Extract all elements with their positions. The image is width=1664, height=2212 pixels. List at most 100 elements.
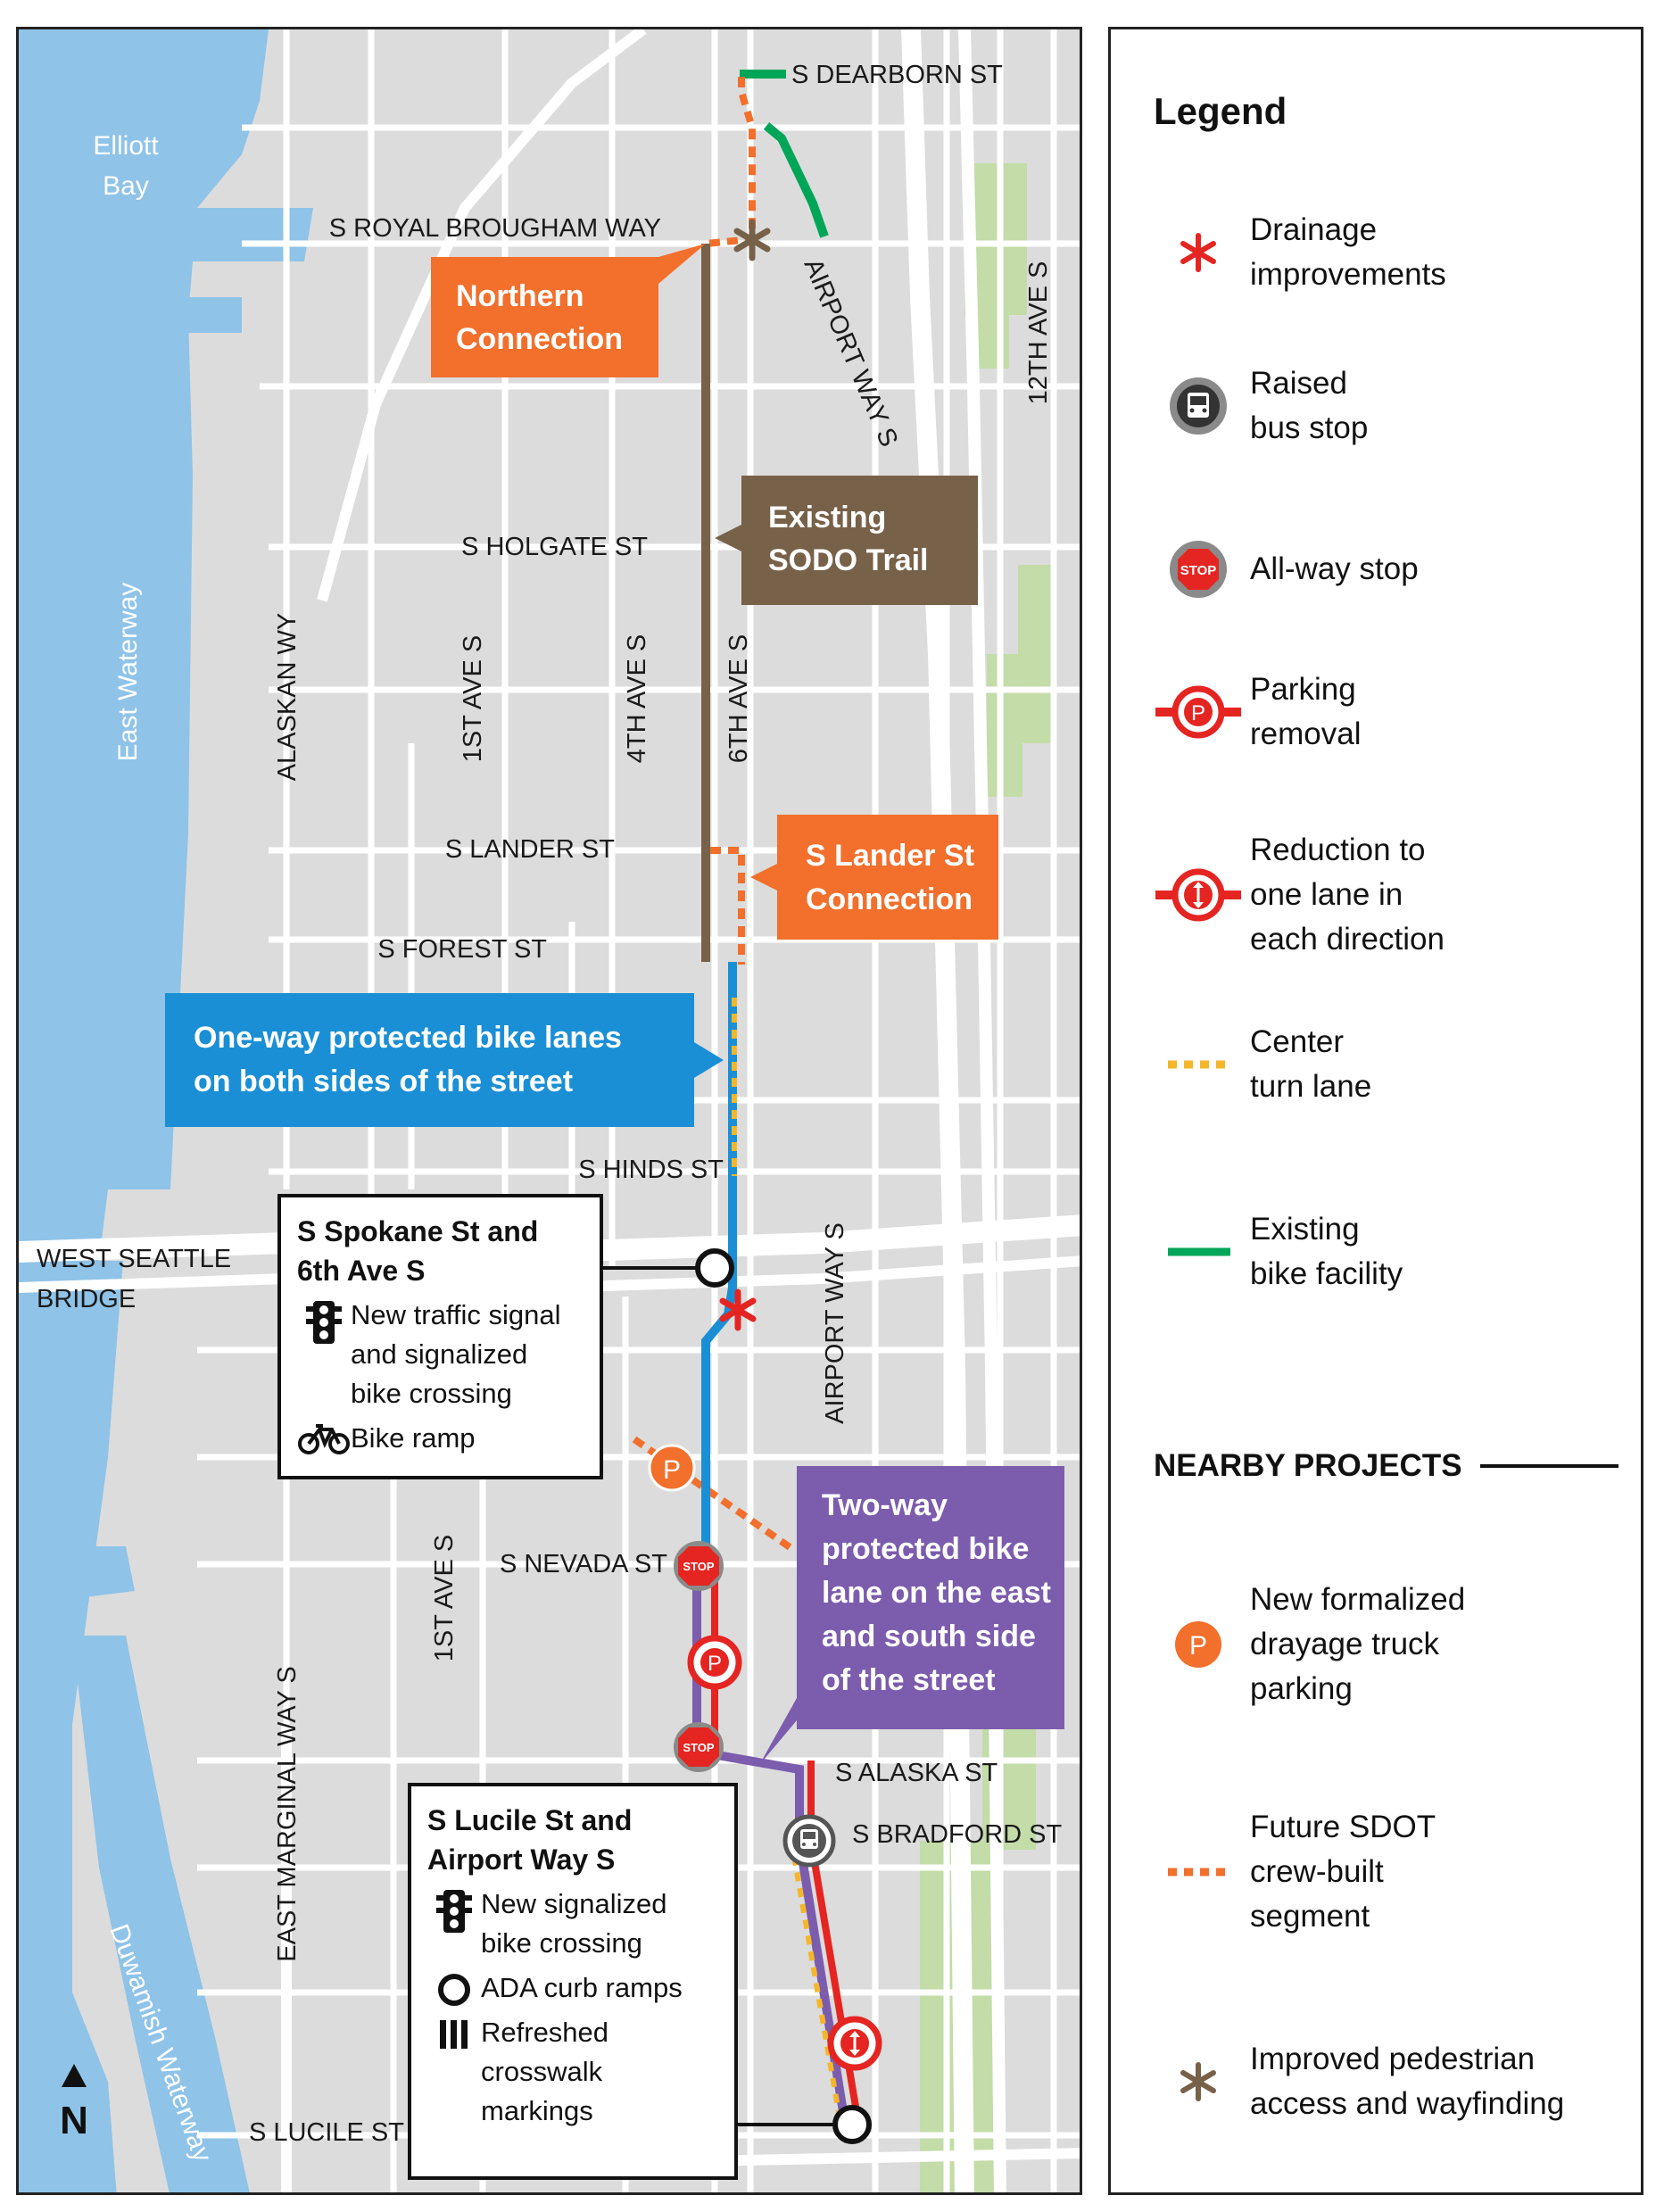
svg-text:on both sides of the street: on both sides of the street	[194, 1065, 573, 1098]
legend-item-crew-built: Future SDOT crew-built segment	[1147, 1805, 1436, 1939]
legend-item-center-turn-lane: Center turn lane	[1147, 1020, 1371, 1109]
svg-text:N: N	[60, 2099, 88, 2142]
curb-ramp-circle-icon	[438, 1974, 470, 2006]
street-label-bradford: S BRADFORD ST	[852, 1820, 1063, 1849]
legend-item-parking-removal: P Parking removal	[1147, 667, 1361, 757]
all-way-stop-alaska: STOP	[674, 1722, 724, 1772]
truck-parking-icon: P	[1175, 1621, 1221, 1668]
street-label-1st-ave-south: 1ST AVE S	[430, 1535, 459, 1661]
legend-item-truck-parking: P New formalized drayage truck parking	[1147, 1578, 1465, 1711]
north-arrow: N	[60, 2064, 88, 2142]
street-label-hinds: S HINDS ST	[578, 1156, 724, 1184]
crew-built-segment-icon	[1168, 1868, 1230, 1876]
street-label-airport-way-south: AIRPORT WAY S	[821, 1222, 849, 1424]
svg-text:STOP: STOP	[683, 1560, 714, 1573]
elliott-bay-label-2: Bay	[103, 171, 149, 201]
callout-one-way-bike-lanes: One-way protected bike lanes on both sid…	[165, 993, 724, 1127]
street-label-12th-ave: 12TH AVE S	[1024, 261, 1053, 405]
svg-text:Connection: Connection	[806, 882, 973, 916]
raised-bus-stop-icon	[1170, 377, 1227, 435]
east-waterway-label: East Waterway	[113, 583, 143, 762]
crosswalk-bars-icon	[440, 2020, 468, 2049]
street-label-west-seattle-bridge-2: BRIDGE	[37, 1285, 136, 1313]
svg-text:STOP: STOP	[1180, 563, 1217, 578]
lucile-item-signal: New signalized bike crossing	[427, 1885, 718, 1963]
street-label-alaskan-wy: ALASKAN WY	[273, 613, 302, 782]
spokane-item-bike-ramp: Bike ramp	[297, 1419, 584, 1458]
lucile-intersection-box: S Lucile St and Airport Way S New signal…	[408, 1783, 738, 2180]
existing-bike-facility-airport	[763, 122, 829, 238]
spokane-intersection-marker	[695, 1248, 734, 1288]
legend-item-pedestrian-wayfinding: Improved pedestrian access and wayfindin…	[1147, 2037, 1564, 2126]
spokane-item-signal: New traffic signal and signalized bike c…	[297, 1296, 584, 1413]
street-label-royal-brougham: S ROYAL BROUGHAM WAY	[329, 214, 661, 243]
crew-built-segments	[632, 77, 798, 1554]
street-label-6th-ave: 6TH AVE S	[724, 634, 753, 764]
svg-text:Connection: Connection	[456, 322, 623, 356]
two-way-bike-lane	[692, 1564, 849, 2118]
street-label-dearborn: S DEARBORN ST	[791, 61, 1003, 89]
svg-text:Two-way: Two-way	[822, 1488, 948, 1522]
svg-text:One-way protected bike lanes: One-way protected bike lanes	[194, 1021, 622, 1055]
street-label-west-seattle-bridge-1: WEST SEATTLE	[37, 1245, 231, 1273]
truck-parking-marker: P	[648, 1444, 696, 1492]
all-way-stop-nevada: STOP	[674, 1541, 724, 1591]
street-label-alaska: S ALASKA ST	[835, 1759, 998, 1787]
pedestrian-wayfinding-icon	[1180, 2062, 1216, 2101]
pedestrian-wayfinding-marker	[733, 219, 771, 261]
lucile-intersection-marker	[832, 2105, 872, 2144]
legend-item-drainage: Drainage improvements	[1147, 208, 1446, 297]
spokane-box-title-2: 6th Ave S	[297, 1255, 426, 1287]
svg-text:STOP: STOP	[683, 1741, 714, 1754]
street-label-forest: S FOREST ST	[377, 935, 547, 964]
legend-title: Legend	[1154, 90, 1287, 132]
lane-reduction-icon	[1155, 868, 1241, 922]
svg-text:of the street: of the street	[822, 1663, 996, 1697]
svg-text:P: P	[663, 1455, 681, 1485]
all-way-stop-icon: STOP	[1170, 541, 1227, 598]
legend-item-existing-bike-facility: Existing bike facility	[1147, 1207, 1403, 1297]
svg-text:lane on the east: lane on the east	[822, 1576, 1051, 1610]
svg-text:SODO Trail: SODO Trail	[768, 543, 929, 577]
street-label-holgate: S HOLGATE ST	[461, 533, 648, 561]
svg-text:P: P	[1189, 1631, 1207, 1661]
drainage-asterisk-icon	[1180, 233, 1216, 272]
bicycle-icon	[298, 1424, 350, 1454]
street-label-4th-ave: 4TH AVE S	[623, 634, 651, 764]
street-label-east-marginal-way: EAST MARGINAL WAY S	[273, 1666, 302, 1961]
lane-reduction-marker	[827, 2016, 882, 2071]
lucile-item-curb-ramps: ADA curb ramps	[427, 1968, 718, 2008]
existing-bike-facility-icon	[1168, 1247, 1230, 1256]
parking-removal-marker: P	[687, 1635, 742, 1690]
traffic-signal-icon	[436, 1890, 472, 1933]
spokane-box-title-1: S Spokane St and	[297, 1215, 539, 1247]
traffic-signal-icon	[306, 1301, 342, 1344]
legend-item-lane-reduction: Reduction to one lane in each direction	[1147, 828, 1445, 962]
parking-removal-icon: P	[1155, 685, 1241, 739]
callout-northern-connection: Northern Connection	[431, 244, 706, 377]
callout-s-lander-connection: S Lander St Connection	[750, 815, 998, 940]
lucile-box-title-1: S Lucile St and	[427, 1804, 633, 1836]
legend-item-raised-bus-stop: Raised bus stop	[1147, 361, 1368, 451]
street-label-1st-ave-north: 1ST AVE S	[459, 635, 487, 762]
svg-text:S Lander St: S Lander St	[806, 839, 974, 873]
center-turn-lane-icon	[1168, 1060, 1230, 1069]
legend-item-all-way-stop: STOP All-way stop	[1147, 538, 1419, 601]
svg-text:Northern: Northern	[456, 279, 584, 313]
svg-text:protected bike: protected bike	[822, 1532, 1029, 1566]
street-label-lander: S LANDER ST	[445, 835, 615, 864]
street-label-lucile: S LUCILE ST	[249, 2118, 404, 2147]
lucile-item-crosswalk: Refreshed crosswalk markings	[427, 2013, 718, 2131]
svg-text:P: P	[1191, 701, 1205, 725]
elliott-bay-label-1: Elliott	[93, 131, 159, 161]
raised-bus-stop-marker	[782, 1814, 836, 1868]
svg-text:Existing: Existing	[768, 501, 886, 534]
duwamish-waterway	[72, 1636, 250, 2192]
callout-existing-sodo-trail: Existing SODO Trail	[715, 476, 978, 605]
street-label-nevada: S NEVADA ST	[500, 1550, 667, 1578]
legend-panel: Legend Drainage improvements Raised bus …	[1108, 27, 1643, 2195]
nearby-projects-rule	[1479, 1464, 1618, 1468]
map-panel: Elliott Bay East Waterway Duwamish Water…	[16, 27, 1082, 2195]
svg-text:and south side: and south side	[822, 1620, 1036, 1653]
spokane-intersection-box: S Spokane St and 6th Ave S New traffic s…	[277, 1194, 603, 1479]
